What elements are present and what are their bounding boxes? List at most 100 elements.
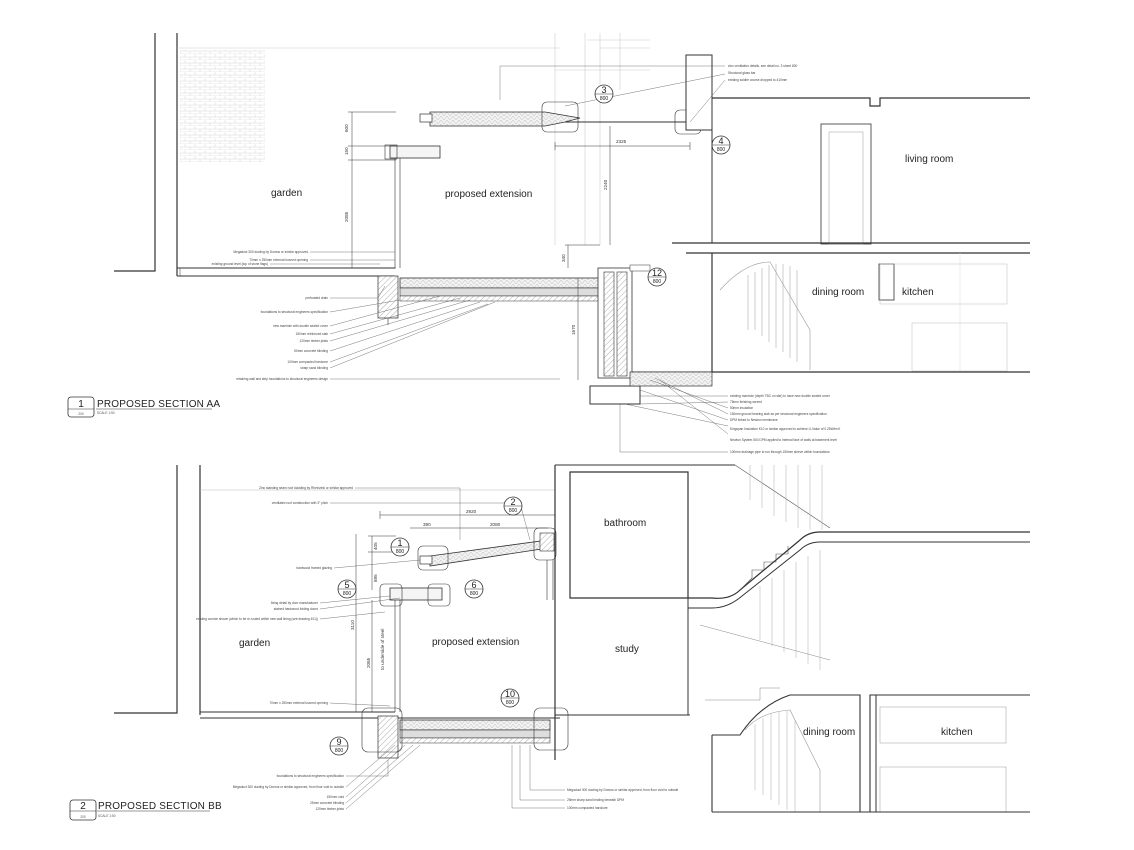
callout-5-number: 5 (344, 580, 349, 590)
room-label-bathroom: bathroom (604, 518, 646, 529)
callout-10[interactable]: 10 800 (500, 688, 520, 708)
title-bb: PROPOSED SECTION BB (98, 801, 222, 812)
note-bb-bl-3: 25mm concrete blinding (310, 801, 344, 805)
room-label-living: living room (905, 154, 953, 165)
title-bb-scale: SCALE 1:50 (98, 814, 116, 818)
callout-5-sheet: 800 (343, 591, 352, 597)
note-aa-l-10: sharp sand blinding (300, 366, 328, 370)
brick-wall-texture (180, 50, 265, 162)
section-aa: 600 150 2085 2325 2240 340 1670 garden p… (67, 33, 1030, 454)
note-bb-bl-4: 120mm timber joists (315, 807, 344, 811)
dim-2065: 2065 (366, 657, 371, 668)
extension-roof-bb (417, 527, 557, 600)
note-bb-bl-2: 150mm void (327, 795, 345, 799)
note-bb-br-1: 25mm sharp sand binding beneath DPM (567, 798, 624, 802)
title-aa-scale: SCALE 1:50 (97, 411, 115, 415)
extension-roof (419, 111, 690, 127)
note-bb-br-0: Megaduct 300 ducting by Domus or similar… (567, 788, 678, 792)
section-bb: 2920 390 2080 405 895 3110 2065 to under… (69, 464, 1030, 821)
title-aa-sheet: 200 (78, 412, 84, 416)
note-aa-rt-1: Structural glass bar (728, 71, 756, 75)
living-room-door (820, 123, 872, 245)
dim-3110: 3110 (350, 620, 355, 630)
note-aa-l-6: 150mm reinforced slab (296, 332, 329, 336)
callout-6-sheet: 800 (470, 591, 479, 597)
dim-underside: to underside of steel (380, 629, 385, 670)
room-label-extension-aa: proposed extension (445, 189, 532, 200)
callout-6[interactable]: 6 800 (464, 579, 484, 599)
note-aa-l-2: existing ground level (top of stone flag… (212, 262, 268, 266)
title-aa-number: 1 (78, 399, 84, 410)
note-bb-l-3: existing cornice shown (which to be re-r… (196, 617, 318, 621)
note-aa-rb-4: DPM linked to Newton membrane (730, 418, 778, 422)
callout-2-sheet: 800 (509, 508, 518, 514)
callout-1[interactable]: 1 800 (390, 537, 410, 557)
callout-6-number: 6 (471, 580, 476, 590)
note-bb-l-1: fixing detail by door manufacturer (271, 601, 319, 605)
note-aa-rb-2: 50mm insulation (730, 406, 753, 410)
dim-600: 600 (344, 124, 349, 132)
room-label-extension-bb: proposed extension (432, 637, 519, 648)
dim-150: 150 (344, 147, 349, 155)
note-aa-l-7: 120mm timber joists (299, 339, 328, 343)
callout-1-sheet: 800 (396, 549, 405, 555)
note-aa-rt-0: zinc ventilation details, see detail no.… (728, 64, 798, 68)
boundary-wall (114, 33, 156, 272)
callout-9-sheet: 800 (335, 748, 344, 754)
callout-12-number: 12 (652, 268, 662, 278)
dim-390: 390 (423, 522, 431, 527)
note-bb-br-2: 100mm compacted hardcore (567, 806, 608, 810)
note-aa-rb-1: 75mm finishing screed (730, 400, 762, 404)
note-bb-top-1: ventilated roof construction with 3° pit… (272, 501, 328, 505)
retaining-wall-aa (589, 264, 713, 405)
note-bb-bl-1: Megaduct 300 ducting by Domus or similar… (233, 785, 344, 789)
room-label-dining-bb: dining room (803, 727, 855, 738)
note-bb-l-0: hardwood framed glazing (296, 566, 332, 570)
callout-5[interactable]: 5 800 (337, 579, 357, 599)
dim-2920: 2920 (466, 509, 477, 514)
dimensions-bb (355, 511, 556, 712)
callout-1-number: 1 (397, 538, 402, 548)
callout-4[interactable]: 4 800 (711, 135, 731, 155)
detail-zone-3 (541, 101, 579, 133)
leader-lines-bb (319, 487, 565, 810)
extension-floor-slab-aa (377, 275, 609, 325)
note-aa-rb-6: Newton System 500 DPM applied to interna… (730, 438, 837, 442)
room-label-dining-aa: dining room (812, 287, 864, 298)
title-bb-number: 2 (80, 801, 86, 812)
ground-line (177, 267, 395, 277)
dim-2080: 2080 (490, 522, 501, 527)
room-label-garden-bb: garden (239, 638, 270, 649)
note-aa-rb-5: Kingspan Insulation K10 or similar appro… (730, 427, 841, 431)
dimensions-aa (348, 111, 691, 380)
note-aa-l-8: 50mm concrete blinding (294, 349, 328, 353)
note-bb-top-0: Zinc standing seam roof cladding by Rhei… (259, 486, 353, 490)
note-aa-l-1: 70mm x 250mm external louvred opening (249, 258, 308, 262)
dim-2325: 2325 (616, 139, 627, 144)
leader-lines-aa (270, 65, 729, 453)
callout-9[interactable]: 9 800 (329, 736, 349, 756)
dim-1670: 1670 (571, 324, 576, 335)
dim-2240: 2240 (603, 179, 608, 190)
note-aa-l-4: foundations to structural engineers spec… (261, 310, 329, 314)
note-aa-l-11: retaining wall and strip foundations to … (236, 377, 328, 381)
callout-12[interactable]: 12 800 (647, 267, 667, 287)
callout-10-sheet: 800 (506, 700, 515, 706)
callout-4-sheet: 800 (717, 147, 726, 153)
callout-9-number: 9 (336, 737, 341, 747)
callout-12-sheet: 800 (653, 279, 662, 285)
room-label-garden-aa: garden (271, 188, 302, 199)
title-block-aa: 1 200 PROPOSED SECTION AA SCALE 1:50 (67, 396, 220, 418)
callout-10-number: 10 (505, 689, 515, 699)
note-aa-rb-3: 150mm ground bearing slab as per structu… (730, 412, 827, 416)
note-bb-bl-0: foundations to structural engineers spec… (277, 774, 345, 778)
callout-2[interactable]: 2 800 (503, 496, 523, 516)
title-block-bb: 2 200 PROPOSED SECTION BB SCALE 1:50 (69, 799, 222, 821)
title-aa: PROPOSED SECTION AA (97, 399, 220, 410)
callout-3[interactable]: 3 800 (594, 84, 614, 104)
note-aa-rt-2: existing soldier course dropped to 410mm (728, 78, 788, 82)
dim-340: 340 (561, 254, 566, 262)
note-bb-l-2: stained hardwood folding doors (274, 607, 319, 611)
callout-2-number: 2 (510, 497, 515, 507)
callout-3-sheet: 800 (600, 96, 609, 102)
